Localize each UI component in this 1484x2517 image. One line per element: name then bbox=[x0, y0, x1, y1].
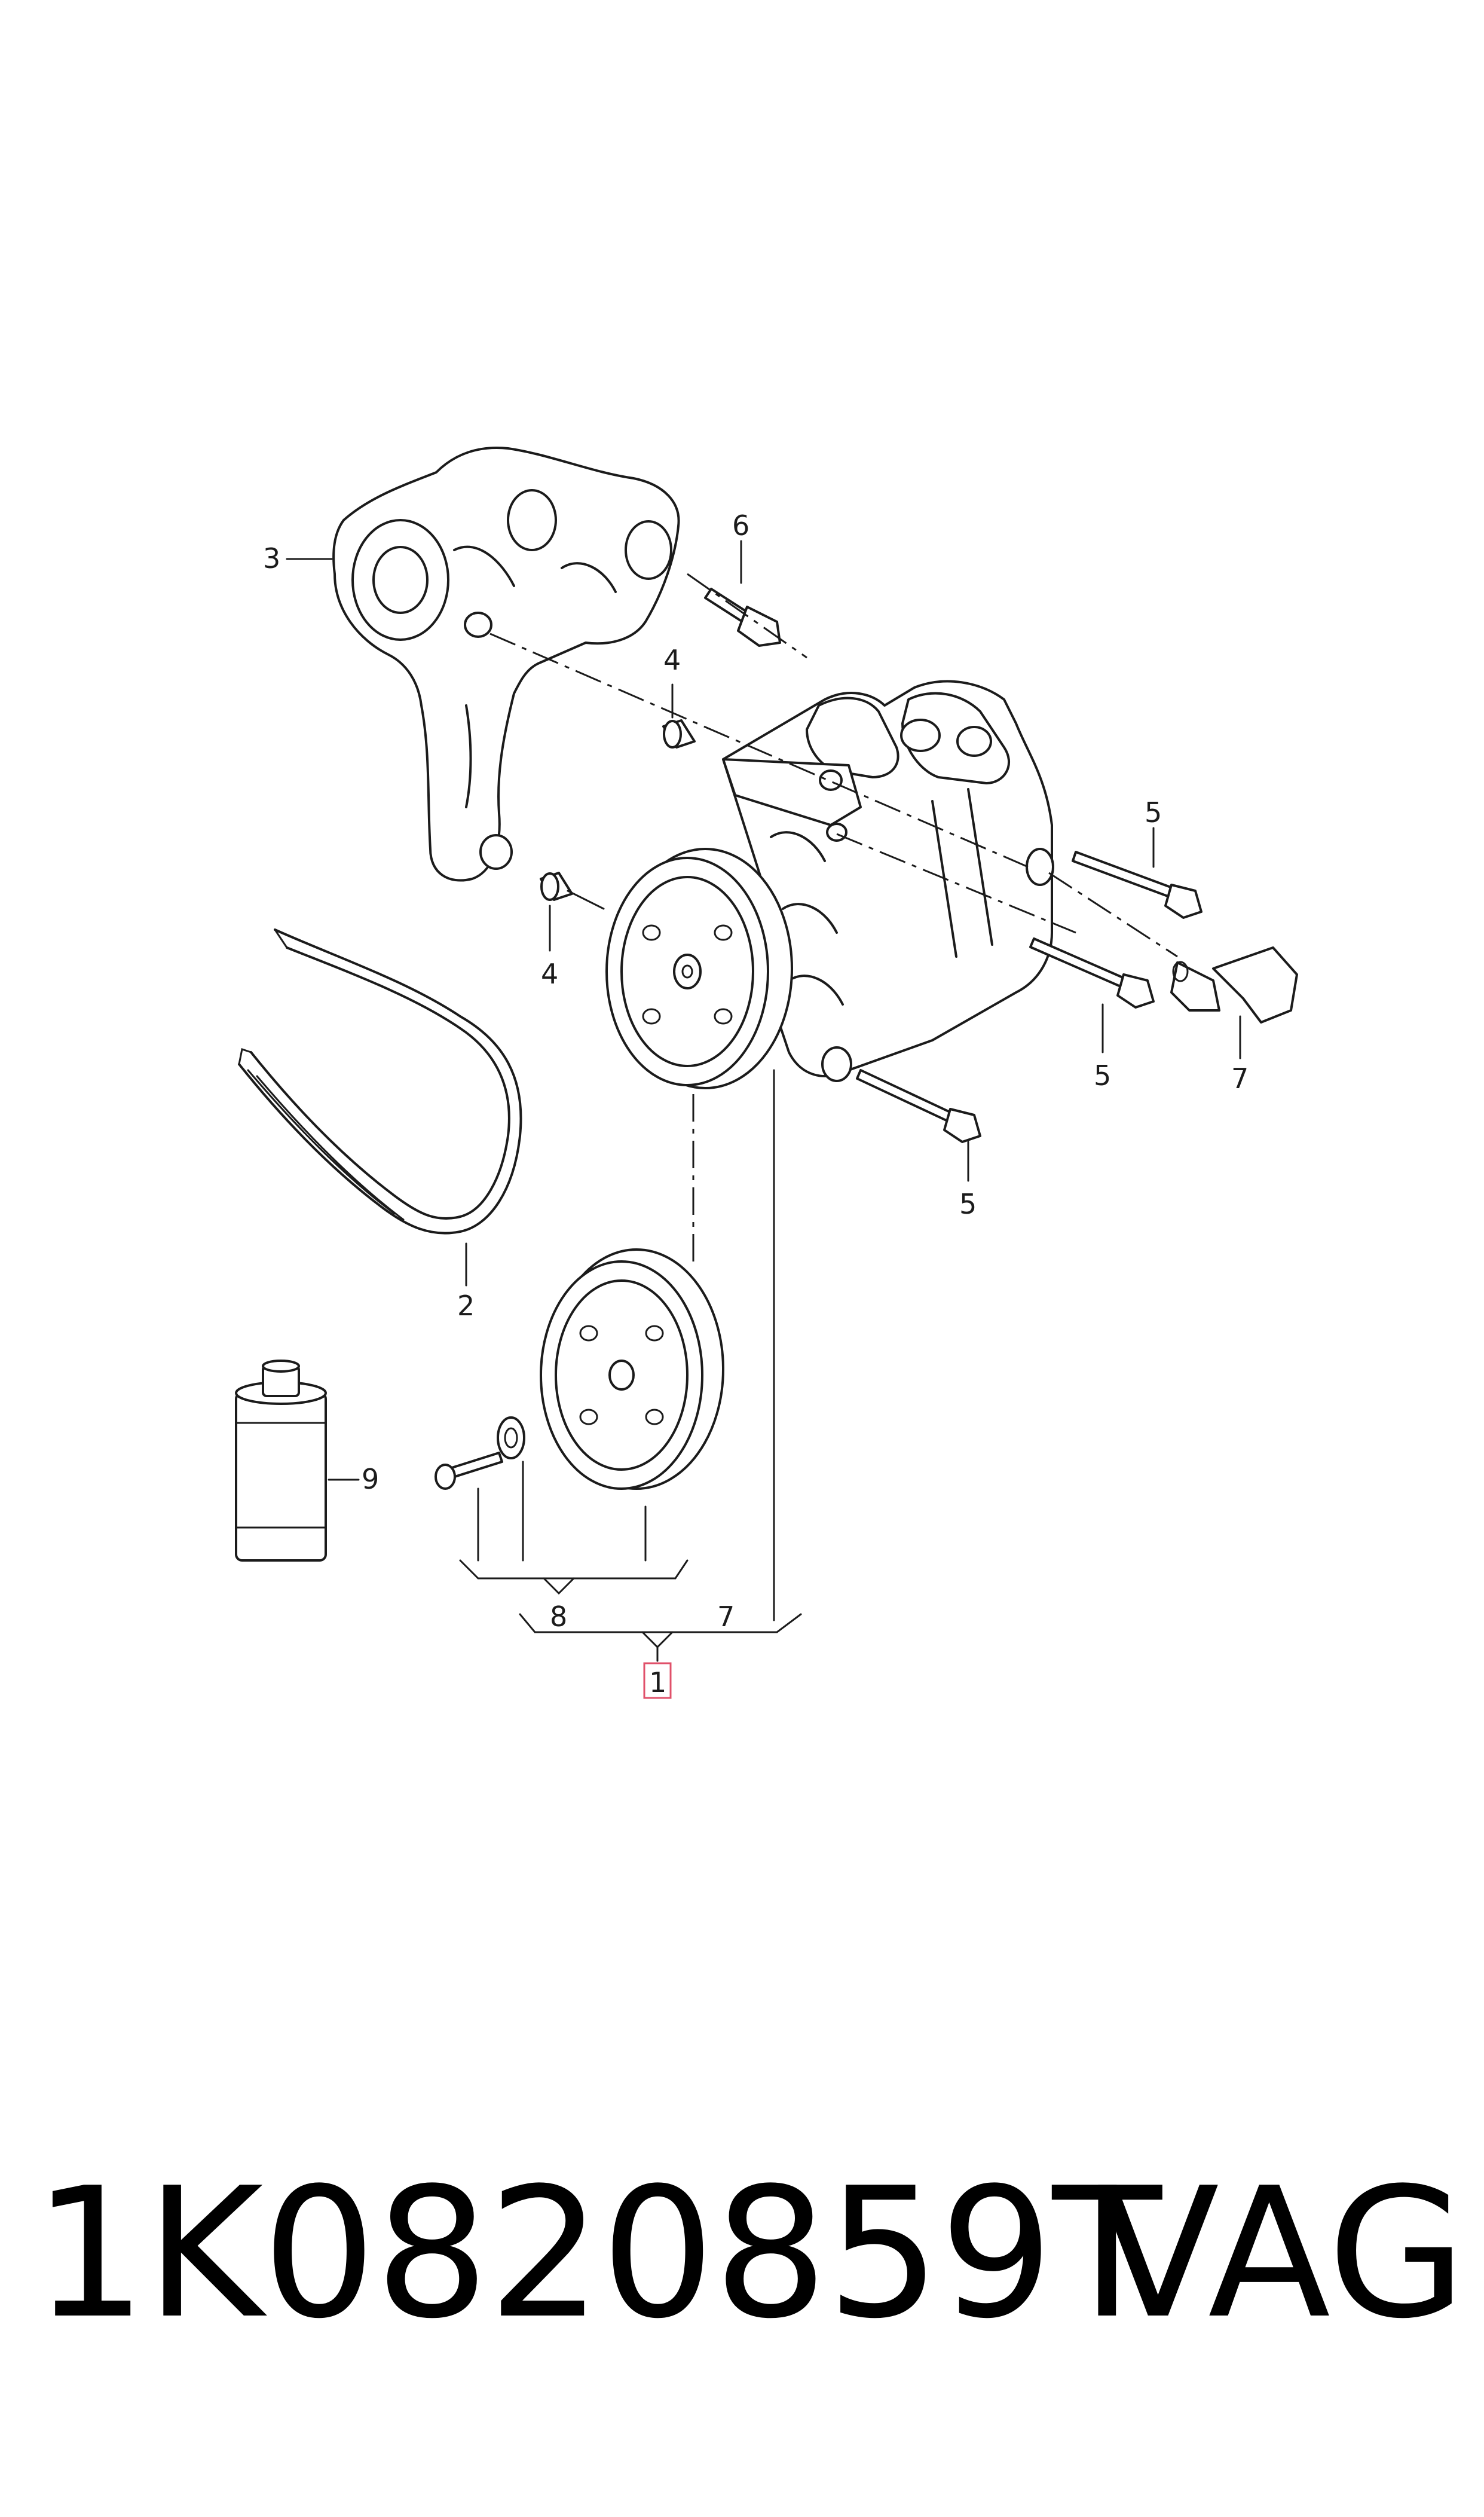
mounting-bracket bbox=[332, 447, 680, 882]
callout-8: 8 bbox=[550, 1600, 567, 1633]
exploded-parts-diagram: 3 6 4 4 5 5 5 7 2 9 8 7 1 bbox=[235, 447, 1298, 1699]
callout-7-sensor: 7 bbox=[1231, 1062, 1249, 1095]
callout-7-assembly: 7 bbox=[717, 1600, 735, 1633]
highlight-box bbox=[643, 1662, 672, 1699]
callout-6: 6 bbox=[732, 509, 749, 542]
assembly-axis-lines bbox=[489, 573, 1178, 1261]
bolt-6 bbox=[704, 588, 781, 647]
callout-labels: 3 6 4 4 5 5 5 7 2 9 8 7 1 bbox=[263, 509, 1249, 1699]
callout-5-bottom: 5 bbox=[959, 1188, 977, 1220]
pulley-assembly bbox=[435, 1248, 724, 1490]
callout-5-middle: 5 bbox=[1094, 1059, 1111, 1092]
callout-2: 2 bbox=[457, 1290, 475, 1322]
leader-lines bbox=[286, 540, 1241, 1662]
callout-3: 3 bbox=[263, 542, 280, 575]
bushings bbox=[540, 719, 696, 901]
bolts-5 bbox=[856, 851, 1203, 1143]
callout-5-top: 5 bbox=[1145, 796, 1162, 829]
ac-compressor bbox=[605, 680, 1054, 1089]
callout-4-bottom: 4 bbox=[541, 958, 558, 990]
callout-4-top: 4 bbox=[663, 644, 681, 676]
drive-belt bbox=[238, 928, 522, 1235]
brand-name: VAG bbox=[1097, 2149, 1467, 2358]
callout-9: 9 bbox=[362, 1463, 379, 1495]
compressor-oil-bottle bbox=[235, 1360, 327, 1562]
callout-1: 1 bbox=[649, 1666, 666, 1699]
part-number: 1K0820859T bbox=[33, 2149, 1162, 2358]
pressure-sensor bbox=[1170, 946, 1298, 1024]
